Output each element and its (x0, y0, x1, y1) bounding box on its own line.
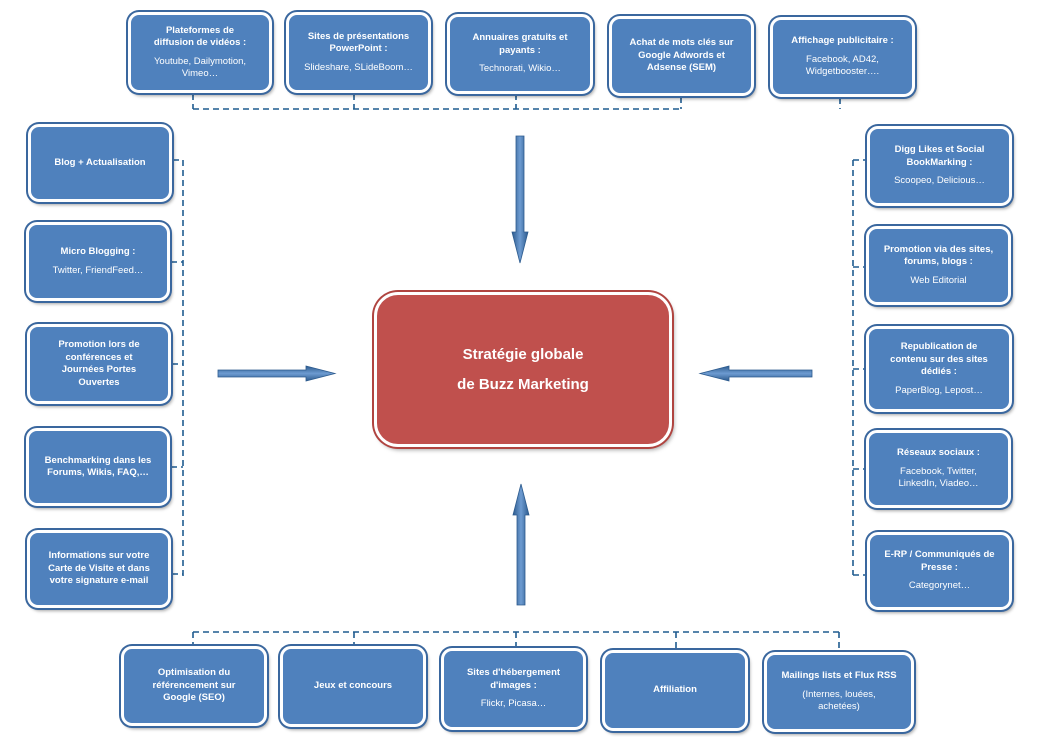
box-directories: Annuaires gratuits et payants : Technora… (447, 14, 593, 94)
box-title: Jeux et concours (313, 680, 393, 692)
arrow-right (217, 365, 337, 382)
box-title: Republication de contenu sur des sites d… (890, 341, 988, 377)
box-subtitle: Facebook, AD42, Widgetbooster…. (805, 53, 880, 78)
box-subtitle: Categorynet… (908, 580, 971, 592)
box-powerpoint-sites: Sites de présentations PowerPoint : Slid… (286, 12, 431, 93)
box-business-card: Informations sur votre Carte de Visite e… (27, 530, 171, 608)
box-title: Blog + Actualisation (54, 156, 146, 168)
box-sem-keywords: Achat de mots clés sur Google Adwords et… (609, 16, 754, 96)
box-social-networks: Réseaux sociaux : Facebook, Twitter, Lin… (866, 430, 1011, 508)
bottom-connector-line (192, 631, 840, 650)
box-title: Optimisation du référencement sur Google… (152, 667, 236, 704)
box-title: Informations sur votre Carte de Visite e… (48, 550, 150, 587)
box-video-platforms: Plateformes de diffusion de vidéos : You… (128, 12, 272, 93)
central-title-line-2: de Buzz Marketing (457, 375, 589, 393)
box-title: Promotion lors de conférences et Journée… (58, 339, 140, 388)
central-title-line-1: Stratégie globale (462, 345, 584, 363)
box-republication: Republication de contenu sur des sites d… (866, 326, 1012, 412)
box-benchmarking: Benchmarking dans les Forums, Wikis, FAQ… (26, 428, 170, 506)
box-subtitle: Twitter, FriendFeed… (52, 264, 144, 276)
box-web-editorial: Promotion via des sites, forums, blogs :… (866, 226, 1011, 305)
right-connector-line (852, 159, 866, 576)
box-title: Digg Likes et Social BookMarking : (894, 144, 985, 168)
top-connector-line (192, 94, 841, 110)
box-title: Sites d'hébergement d'images : (466, 667, 561, 691)
box-mailing-rss: Mailings lists et Flux RSS (Internes, lo… (764, 652, 914, 732)
box-title: E-RP / Communiqués de Presse : (884, 549, 995, 573)
arrow-down (511, 135, 529, 264)
box-title: Annuaires gratuits et payants : (472, 32, 568, 56)
box-subtitle: Web Editorial (910, 274, 967, 286)
box-title: Affichage publicitaire : (791, 35, 894, 47)
left-connector-line (171, 159, 184, 578)
box-conferences: Promotion lors de conférences et Journée… (27, 324, 171, 404)
box-contests: Jeux et concours (280, 646, 426, 727)
box-social-bookmarking: Digg Likes et Social BookMarking : Scoop… (867, 126, 1012, 206)
box-title: Achat de mots clés sur Google Adwords et… (629, 37, 734, 74)
box-title: Réseaux sociaux : (897, 447, 980, 459)
box-subtitle: Youtube, Dailymotion, Vimeo… (153, 55, 247, 80)
box-title: Mailings lists et Flux RSS (781, 670, 897, 682)
box-press-releases: E-RP / Communiqués de Presse : Categoryn… (867, 532, 1012, 610)
box-subtitle: Facebook, Twitter, LinkedIn, Viadeo… (898, 465, 979, 490)
box-micro-blogging: Micro Blogging : Twitter, FriendFeed… (26, 222, 170, 301)
box-subtitle: Scoopeo, Delicious… (894, 175, 985, 187)
box-seo: Optimisation du référencement sur Google… (121, 646, 267, 726)
box-title: Affiliation (653, 684, 697, 696)
box-subtitle: PaperBlog, Lepost… (895, 384, 983, 396)
box-title: Plateformes de diffusion de vidéos : (153, 24, 247, 49)
box-title: Sites de présentations PowerPoint : (307, 30, 410, 55)
box-subtitle: Flickr, Picasa… (480, 698, 547, 710)
box-affiliation: Affiliation (602, 650, 748, 731)
arrow-left (698, 365, 813, 382)
box-image-hosting: Sites d'hébergement d'images : Flickr, P… (441, 648, 586, 730)
box-subtitle: (Internes, louées, achetées) (802, 688, 876, 713)
box-title: Micro Blogging : (60, 246, 136, 257)
box-blog: Blog + Actualisation (28, 124, 172, 202)
box-title: Promotion via des sites, forums, blogs : (883, 243, 994, 268)
box-subtitle: Technorati, Wikio… (479, 63, 561, 75)
box-title: Benchmarking dans les Forums, Wikis, FAQ… (44, 454, 152, 479)
central-strategy-box: Stratégie globale de Buzz Marketing (374, 292, 672, 447)
arrow-up (512, 483, 530, 606)
box-subtitle: Slideshare, SLideBoom… (304, 61, 413, 73)
box-advertising: Affichage publicitaire : Facebook, AD42,… (770, 17, 915, 97)
